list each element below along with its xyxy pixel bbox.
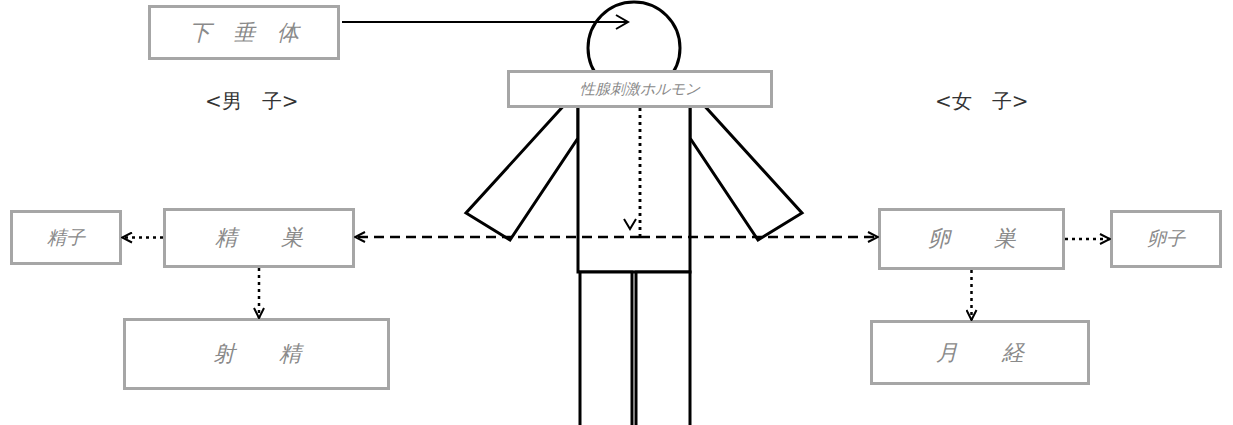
group-label: <男 子> [205, 88, 299, 115]
box-text: 性腺刺激ホルモン [580, 80, 700, 99]
box-text: 卵子 [1147, 226, 1185, 252]
flow-arrow [355, 108, 640, 237]
flow-arrow [259, 268, 260, 318]
box-text: 精子 [47, 225, 85, 251]
arrow-head [624, 219, 636, 229]
flow-arrow [971, 270, 972, 320]
body [578, 88, 690, 272]
right-leg [636, 272, 690, 425]
pituitary-arrow [342, 21, 628, 23]
left-arm [466, 90, 578, 240]
flow-arrow [640, 108, 878, 237]
box-text: 精 巣 [215, 223, 303, 253]
box-text: 下 垂 体 [189, 18, 299, 48]
right-arm [690, 90, 802, 240]
text-box: 精子 [10, 210, 122, 265]
box-text: 月 経 [936, 338, 1024, 368]
connector-line [355, 236, 640, 239]
connector-line [1065, 238, 1110, 241]
flow-arrow [122, 237, 163, 238]
text-box: 月 経 [870, 320, 1090, 385]
connector-line [639, 108, 642, 237]
connector-line [970, 270, 973, 320]
connector-line [122, 236, 163, 239]
box-text: 卵 巣 [928, 224, 1016, 254]
text-box: 精 巣 [163, 208, 355, 268]
arrow-head [616, 15, 628, 29]
text-box: 卵 巣 [878, 208, 1065, 270]
flow-arrow [1065, 239, 1110, 240]
box-text: 射 精 [213, 339, 301, 369]
group-label: <女 子> [935, 88, 1029, 115]
connector-line [639, 108, 642, 237]
text-box: 卵子 [1110, 210, 1222, 268]
text-box: 性腺刺激ホルモン [507, 70, 773, 108]
text-box: 射 精 [123, 318, 390, 390]
text-box: 下 垂 体 [148, 5, 340, 60]
left-leg [580, 272, 632, 425]
connector-line [258, 268, 261, 318]
connector-line [640, 236, 878, 239]
